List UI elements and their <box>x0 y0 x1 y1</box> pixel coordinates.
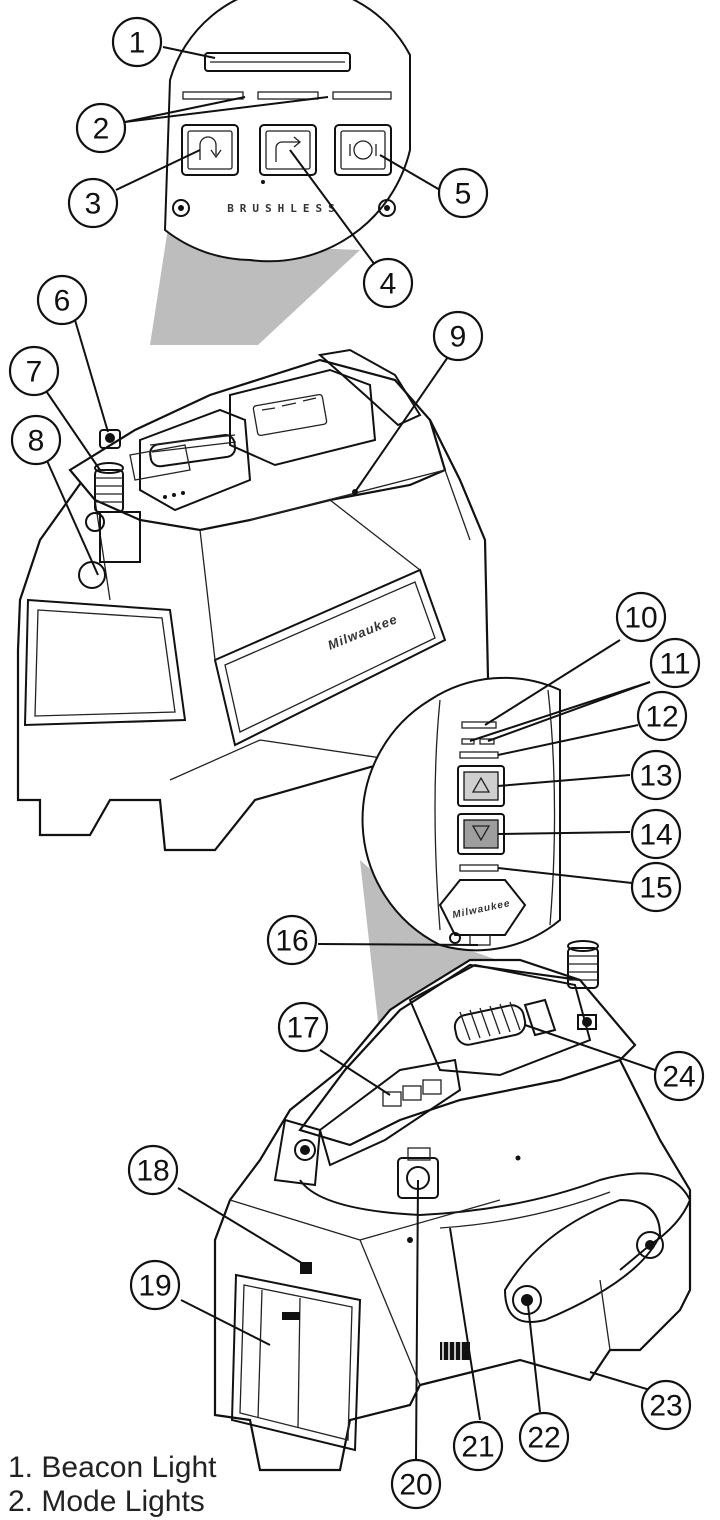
callout-3: 3 <box>67 177 119 229</box>
rotate-icon <box>353 140 373 160</box>
callout-24-label: 24 <box>662 1061 695 1094</box>
callout-5: 5 <box>437 167 489 219</box>
battery-door <box>230 1262 362 1452</box>
callout-7: 7 <box>8 345 60 397</box>
side-vent <box>440 1342 470 1360</box>
u-turn-arrow-icon <box>199 136 222 160</box>
callout-18-label: 18 <box>136 1155 169 1188</box>
callout-11-label: 11 <box>659 648 690 681</box>
callout-23: 23 <box>640 1379 692 1431</box>
callout-12: 12 <box>636 690 688 742</box>
callout-20: 20 <box>390 1458 442 1510</box>
top-zoom-beam <box>150 228 360 345</box>
callout-8-label: 8 <box>28 425 45 458</box>
callout-1: 1 <box>111 16 163 68</box>
legend-label-beacon-light: Beacon Light <box>41 1451 217 1484</box>
callout-3-label: 3 <box>85 188 102 221</box>
lower-machine <box>213 940 692 1472</box>
callout-15: 15 <box>630 861 682 913</box>
callout-14: 14 <box>630 808 682 860</box>
callout-18: 18 <box>127 1144 179 1196</box>
callout-7-label: 7 <box>26 356 43 389</box>
callout-16-label: 16 <box>275 925 308 958</box>
mode-button-left <box>181 124 239 176</box>
callout-16: 16 <box>266 914 318 966</box>
legend-item-1: 1. Beacon Light <box>8 1453 217 1483</box>
beacon-tower-lower <box>567 940 599 1030</box>
legend-number-2: 2. <box>8 1485 34 1518</box>
callout-9-label: 9 <box>450 321 467 354</box>
callout-22-label: 22 <box>527 1422 560 1455</box>
indicator-light-small-2 <box>479 738 495 745</box>
callout-2: 2 <box>75 102 127 154</box>
down-button <box>457 813 505 855</box>
callout-21: 21 <box>452 1420 504 1472</box>
callout-23-label: 23 <box>649 1390 682 1423</box>
up-arrow-icon <box>471 776 491 793</box>
callout-10: 10 <box>615 591 667 643</box>
callout-4: 4 <box>362 257 414 309</box>
mode-light-3 <box>332 91 392 100</box>
callout-22: 22 <box>518 1411 570 1463</box>
callout-8: 8 <box>10 414 62 466</box>
upper-machine: Milwaukee <box>16 348 492 852</box>
beacon-light-bar <box>204 52 351 72</box>
bend-arrow-icon <box>275 136 302 162</box>
brushless-label: BRUSHLESS <box>227 202 341 215</box>
callout-rings: 1 2 3 4 5 6 7 8 9 10 11 12 13 14 15 16 1… <box>8 16 705 1510</box>
legend-item-2: 2. Mode Lights <box>8 1487 205 1517</box>
callout-12-label: 12 <box>645 701 678 734</box>
callout-2-label: 2 <box>93 113 110 146</box>
down-arrow-icon <box>471 825 491 842</box>
handle-control-panel <box>318 1058 462 1167</box>
legend-label-mode-lights: Mode Lights <box>41 1485 205 1518</box>
mode-light-2 <box>257 91 319 100</box>
mode-button-middle <box>259 124 317 176</box>
callout-13: 13 <box>630 749 682 801</box>
indicator-light-top <box>461 721 497 729</box>
mode-light-1 <box>182 91 244 100</box>
callout-15-label: 15 <box>639 872 672 905</box>
callout-10-label: 10 <box>624 602 657 635</box>
callout-5-label: 5 <box>455 178 472 211</box>
lower-zoom-inset: Milwaukee <box>361 676 561 952</box>
callout-24: 24 <box>653 1050 705 1102</box>
leader-lines <box>39 46 656 1461</box>
indicator-light-small-1 <box>461 738 475 745</box>
callout-14-label: 14 <box>639 819 672 852</box>
connector-port-upper <box>99 429 121 449</box>
callout-19: 19 <box>129 1259 181 1311</box>
callout-4-label: 4 <box>380 268 397 301</box>
callout-21-label: 21 <box>461 1431 494 1464</box>
legend-number-1: 1. <box>8 1451 34 1484</box>
up-button <box>457 765 505 807</box>
callout-11: 11 <box>649 637 701 689</box>
callout-17-label: 17 <box>286 1012 319 1045</box>
callout-6-label: 6 <box>54 285 71 318</box>
callout-1-label: 1 <box>129 27 146 60</box>
callout-6: 6 <box>36 274 88 326</box>
callout-13-label: 13 <box>639 760 672 793</box>
mode-button-right <box>334 124 392 176</box>
top-zoom-inset: BRUSHLESS <box>163 0 411 263</box>
callout-19-label: 19 <box>138 1270 171 1303</box>
callout-9: 9 <box>432 310 484 362</box>
callout-20-label: 20 <box>399 1469 432 1502</box>
callout-17: 17 <box>277 1001 329 1053</box>
